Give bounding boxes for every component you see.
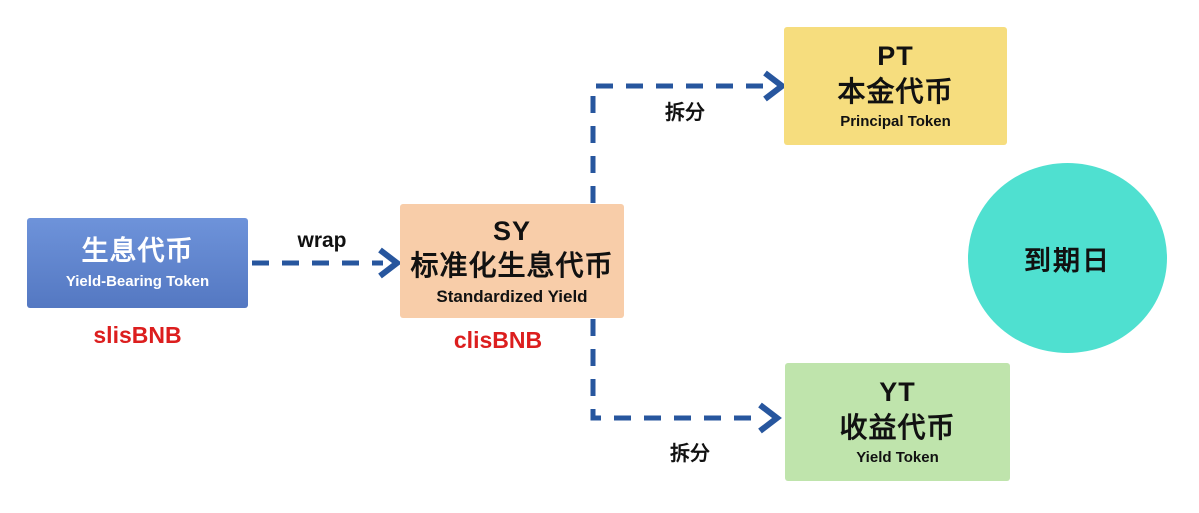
node-yield-bearing-subtitle: Yield-Bearing Token — [65, 272, 210, 290]
tag-clisbnb: clisBNB — [453, 327, 543, 353]
node-yt-subtitle: Yield Token — [856, 449, 939, 466]
edge-label-split-bottom: 拆分 — [670, 443, 710, 465]
maturity-date-circle: 到期日 — [968, 163, 1167, 353]
node-pt-subtitle: Principal Token — [840, 113, 951, 130]
node-yt-title-zh: 收益代币 — [839, 412, 956, 443]
arrow-split-bottom — [590, 319, 782, 434]
node-pt-title: PT — [877, 41, 914, 72]
node-sy-title-zh: 标准化生息代币 — [410, 250, 614, 282]
node-sy: SY 标准化生息代币 Standardized Yield — [400, 204, 624, 318]
node-pt: PT 本金代币 Principal Token — [784, 27, 1007, 145]
node-yield-bearing-title: 生息代币 — [81, 235, 194, 266]
maturity-date-label: 到期日 — [1024, 245, 1111, 276]
arrow-split-top — [590, 70, 787, 203]
node-sy-title: SY — [492, 215, 532, 246]
node-yield-bearing-token: 生息代币 Yield-Bearing Token — [27, 218, 248, 308]
node-yt-title: YT — [879, 377, 916, 408]
tag-slisbnb: slisBNB — [93, 322, 182, 348]
node-sy-subtitle: Standardized Yield — [436, 287, 588, 307]
edge-label-wrap: wrap — [297, 229, 347, 252]
edge-label-split-top: 拆分 — [665, 102, 705, 124]
arrow-wrap — [252, 247, 402, 279]
node-yt: YT 收益代币 Yield Token — [785, 363, 1010, 481]
node-pt-title-zh: 本金代币 — [837, 76, 954, 107]
